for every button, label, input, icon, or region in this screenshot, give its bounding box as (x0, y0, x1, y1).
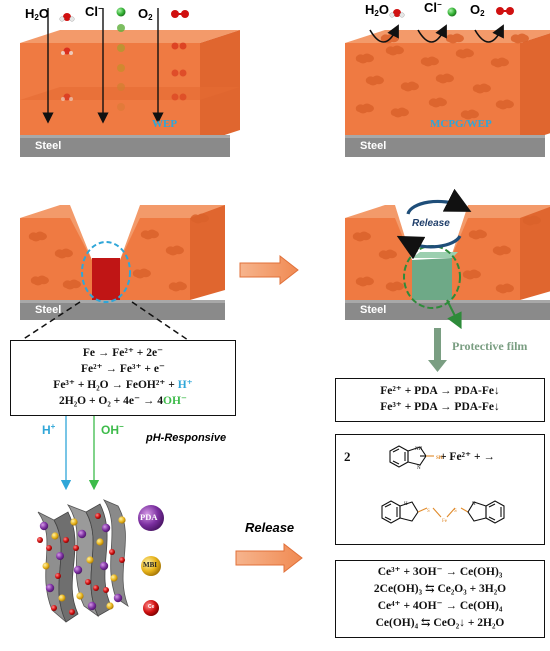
down-arrow-film (428, 328, 447, 372)
label-oh-minus: OH− (101, 422, 124, 437)
label-mbi: MBI (143, 561, 157, 569)
transition-arrow-top (239, 254, 299, 286)
wep-top-face (20, 30, 240, 43)
dimer-h-right: H (472, 502, 476, 507)
label-release-bottom: Release (245, 520, 295, 535)
panel-wep (20, 7, 240, 157)
ce-sphere (143, 600, 159, 616)
deflection-arrows-2 (369, 24, 504, 43)
rust-in-scratch (92, 258, 120, 300)
corrosion-eq-1: Fe → Fe²⁺ + 2e⁻ (82, 347, 164, 359)
pda-eq-2: Fe³⁺ + PDA → PDA-Fe↓ (380, 401, 500, 413)
corrosion-eq-2: Fe²⁺ → Fe³⁺ + e⁻ (80, 363, 166, 375)
label-h2o: H2O (25, 6, 49, 22)
mbi-eq-rest: + Fe²⁺ + → (440, 451, 495, 463)
pda-eq-1: Fe²⁺ + PDA → PDA-Fe↓ (380, 385, 500, 397)
label-release-top: Release (412, 218, 450, 229)
label-h-plus: H+ (42, 422, 56, 437)
mbi-dimer-structure (381, 500, 505, 524)
label-steel-2: Steel (360, 140, 387, 152)
label-ph-responsive: pH-Responsive (146, 432, 227, 444)
label-o2-2: O2 (470, 2, 485, 18)
dimer-h-left: H (404, 502, 408, 507)
ce-eq-1: Ce³⁺ + 3OH⁻ → Ce(OH)₃ (377, 566, 503, 578)
corrosion-equations-box: Fe → Fe²⁺ + 2e⁻ Fe²⁺ → Fe³⁺ + e⁻ Fe³⁺ + … (10, 340, 236, 416)
water-molecule-2 (389, 9, 405, 18)
nanocarrier-ribbons (37, 499, 129, 623)
mbi-nh-label: NH (415, 447, 423, 452)
panel-scratch (20, 205, 225, 341)
ph-arrows (60, 412, 100, 491)
legend-spheres (138, 505, 164, 616)
wep-side-face (200, 30, 240, 143)
mbi-sphere (141, 556, 161, 576)
ce-eq-3: Ce⁴⁺ + 4OH⁻ → Ce(OH)₄ (377, 600, 503, 612)
oxygen-molecule-2 (496, 7, 514, 15)
ce-eq-2: 2Ce(OH)₃ ⇆ Ce₂O₃ + 3H₂O (373, 583, 507, 595)
mbi-sh-label: SH (436, 456, 443, 461)
oxygen-molecules-1 (171, 10, 189, 101)
mbi-coefficient: 2 (344, 449, 351, 464)
label-cl-2: Cl− (424, 0, 442, 15)
label-steel-3: Steel (35, 304, 62, 316)
chloride-ions-1 (116, 7, 126, 111)
steel-substrate-4 (345, 300, 550, 320)
panel-healed (345, 188, 550, 372)
scratch-highlight (81, 241, 131, 303)
loaded-particles (37, 513, 126, 615)
mbi-n-label: N (417, 466, 421, 471)
ce-eq-4: Ce(OH)₄ ⇆ CeO₂↓ + 2H₂O (375, 617, 505, 629)
steel-substrate-1 (20, 135, 230, 157)
dimer-s-right: S (454, 509, 457, 514)
dimer-s-left: S (427, 509, 430, 514)
panel-mcpg-wep (345, 7, 550, 157)
pda-sphere (138, 505, 164, 531)
cerium-equations-box: Ce³⁺ + 3OH⁻ → Ce(OH)₃ 2Ce(OH)₃ ⇆ Ce₂O₃ +… (335, 560, 545, 638)
label-steel-4: Steel (360, 304, 387, 316)
pda-equations-box: Fe²⁺ + PDA → PDA-Fe↓ Fe³⁺ + PDA → PDA-Fe… (335, 378, 545, 422)
label-steel-1: Steel (35, 140, 62, 152)
transition-arrow-bottom (235, 542, 303, 574)
water-molecules-1 (59, 13, 75, 101)
label-cl: Cl− (85, 4, 103, 19)
steel-substrate-3 (20, 300, 225, 320)
chloride-ion-2 (447, 7, 457, 17)
label-h2o-2: H2O (365, 2, 389, 18)
label-protective-film: Protective film (452, 339, 528, 353)
label-mcpg-wep: MCPG/WEP (430, 118, 492, 130)
label-pda: PDA (140, 512, 158, 522)
dimer-fe: Fe (442, 519, 447, 524)
corrosion-eq-3: Fe³⁺ + H₂O → FeOH²⁺ + H⁺ (53, 379, 193, 391)
release-cycle-arrows (396, 188, 472, 260)
protective-film-layer (412, 258, 452, 300)
steel-substrate-2 (345, 135, 545, 157)
label-ce: Ce (148, 604, 155, 610)
mbi-equations-box: 2 + Fe²⁺ + → SH NH N H S Fe S H (335, 434, 545, 545)
label-wep: WEP (152, 118, 178, 130)
corrosion-eq-4: 2H₂O + O₂ + 4e⁻ → 4OH⁻ (59, 395, 187, 407)
label-o2: O2 (138, 6, 153, 22)
mbi-structure-top (389, 445, 434, 468)
